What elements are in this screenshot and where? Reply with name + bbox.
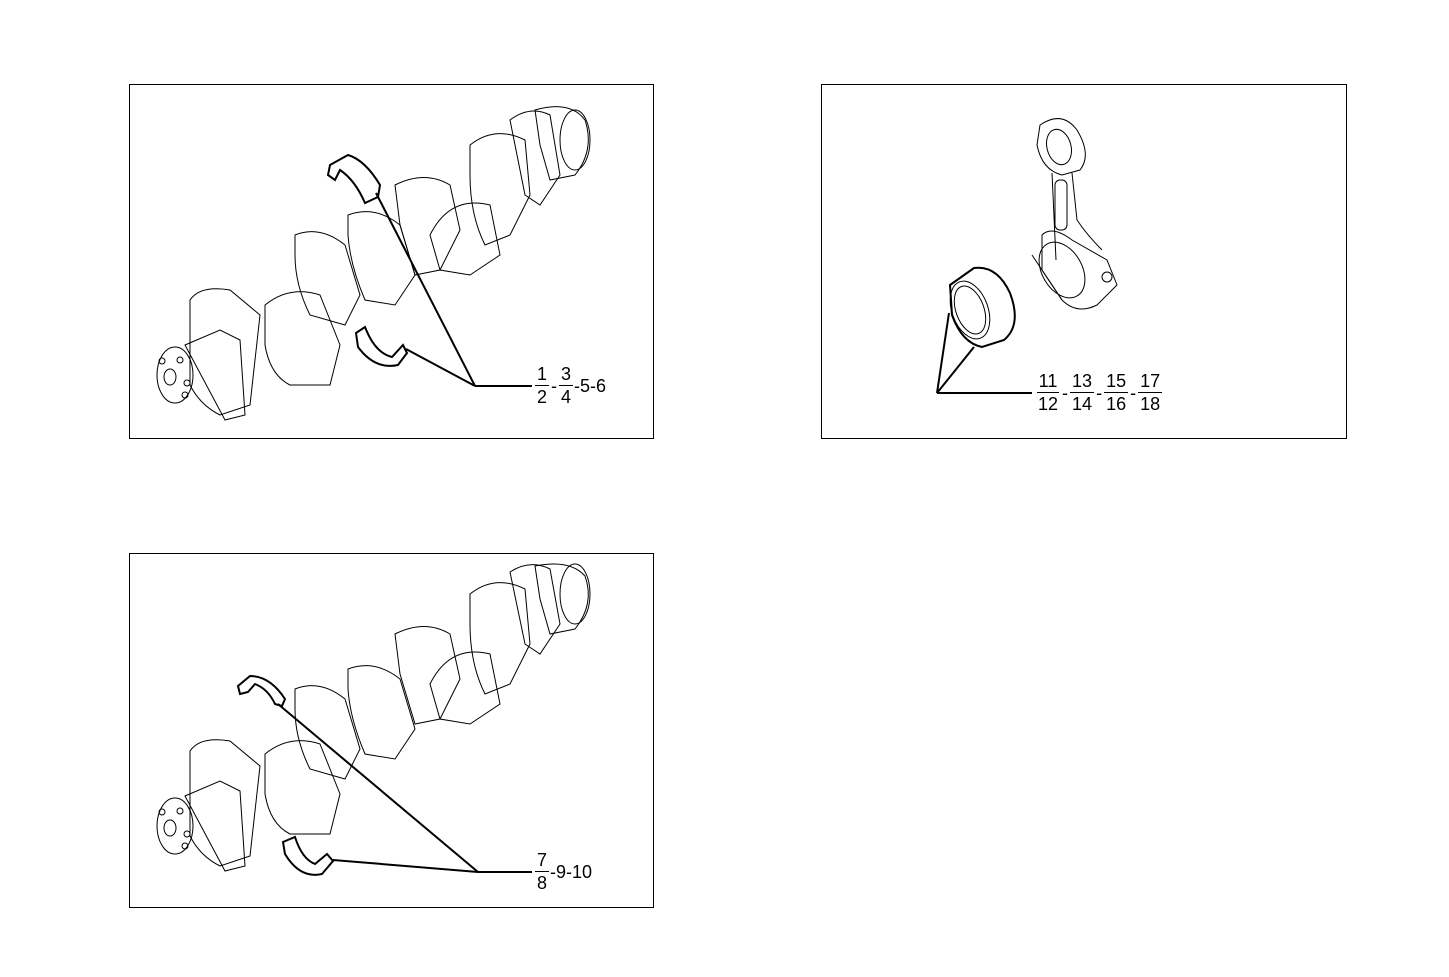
callout-separator: -	[551, 375, 558, 396]
callout-separator: -	[1096, 382, 1103, 403]
part-number-lower: 18	[1140, 394, 1161, 414]
part-number-upper: 3	[559, 364, 574, 386]
part-number-upper: 15	[1104, 371, 1129, 393]
connecting-rod-drawing	[936, 118, 1118, 394]
upper-thrust-shell	[236, 674, 287, 708]
part-number-upper: 1	[535, 364, 550, 386]
leader-lines	[936, 312, 1032, 394]
bearing-shell	[948, 266, 1016, 349]
part-number-upper: 7	[535, 850, 550, 872]
callout-separator: -	[1062, 382, 1069, 403]
part-number-lower: 8	[537, 873, 548, 893]
part-number-upper: 13	[1070, 371, 1095, 393]
part-number-lower: 14	[1072, 394, 1093, 414]
part-number-lower: 12	[1038, 394, 1059, 414]
lower-thrust-shell	[281, 835, 335, 876]
lower-bearing-shell	[354, 325, 409, 367]
callout-separator: -	[1130, 382, 1137, 403]
leader-lines	[375, 192, 532, 387]
crankshaft-drawing	[156, 106, 591, 421]
crankshaft-drawing	[156, 563, 591, 876]
upper-bearing-shell	[326, 153, 382, 205]
part-number-suffix: -9-10	[550, 861, 593, 882]
part-number-lower: 16	[1106, 394, 1127, 414]
leader-lines	[277, 703, 532, 873]
part-number-upper: 11	[1036, 371, 1060, 393]
part-number-suffix: -5-6	[574, 375, 607, 396]
part-number-lower: 4	[561, 387, 572, 407]
part-number-lower: 2	[537, 387, 548, 407]
part-number-upper: 17	[1138, 371, 1163, 393]
